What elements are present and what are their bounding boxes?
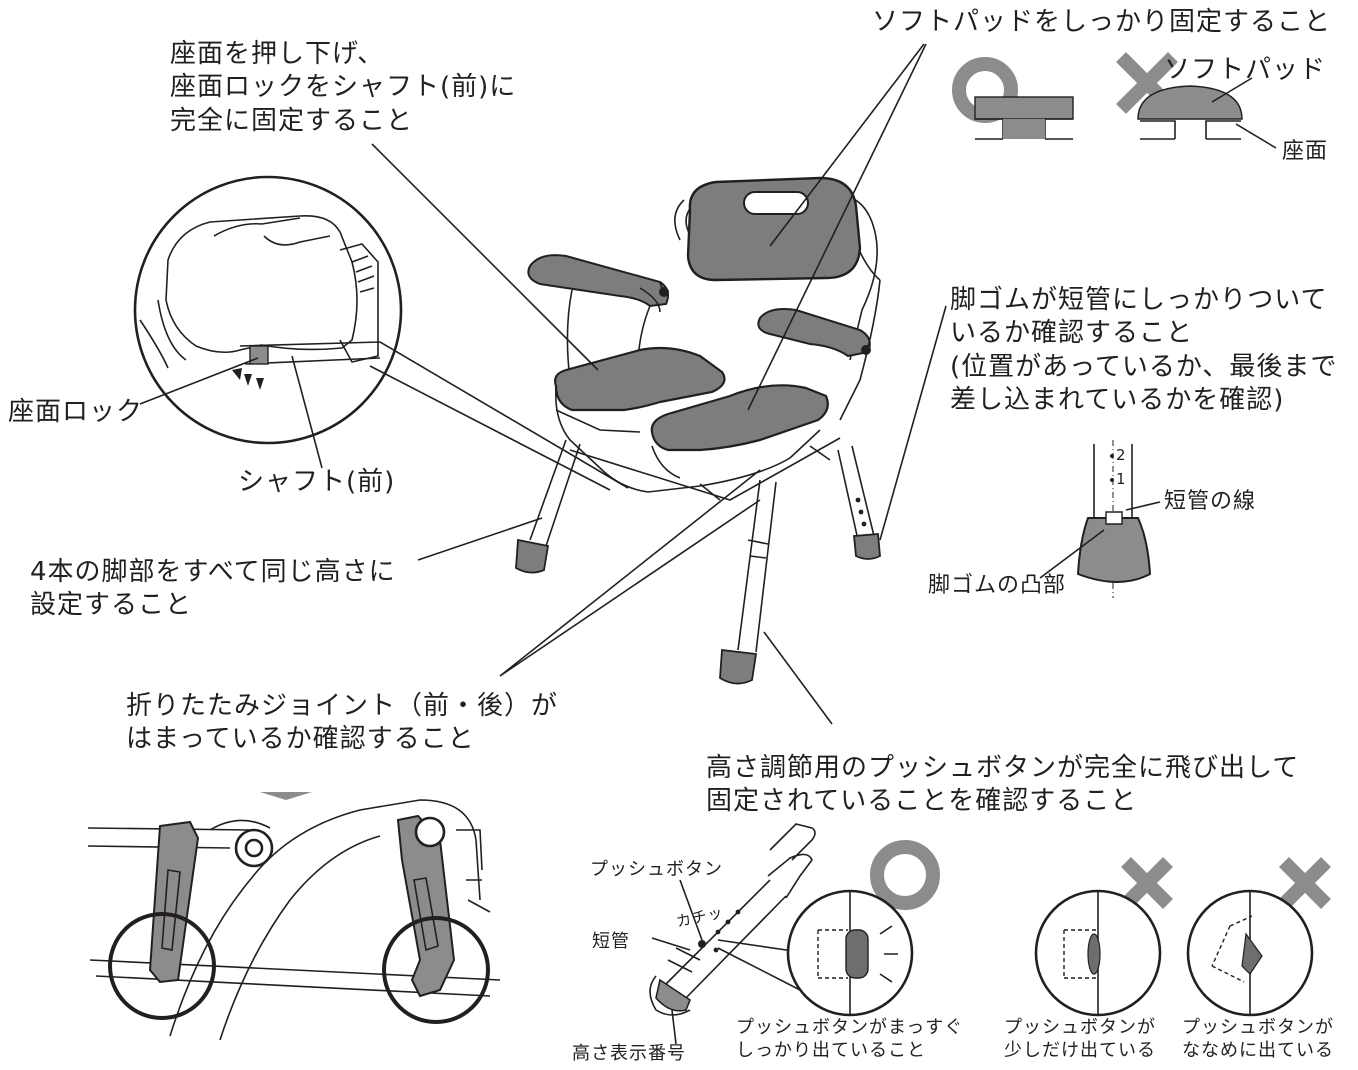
leg-rubber-instruction-line: (位置があっているか、最後まで xyxy=(950,351,1338,382)
folding-joint-detail xyxy=(87,792,501,1041)
leg-rubber-instruction-line: いるか確認すること xyxy=(950,318,1194,349)
ng-caption-line: プッシュボタンが xyxy=(1182,1017,1334,1038)
leg-rubber xyxy=(853,533,881,560)
folding-joint-instruction-line: 折りたたみジョイント（前・後）が xyxy=(126,691,559,721)
ok-caption: プッシュボタンがまっすぐ しっかり出ていること xyxy=(736,1016,963,1062)
soft-pad-instruction: ソフトパッドをしっかり固定すること xyxy=(872,7,1332,37)
ng-soft-pad-diagram xyxy=(1116,52,1277,149)
seat-lock-detail xyxy=(133,175,403,469)
folding-joint-instruction: 折りたたみジョイント（前・後）が はまっているか確認すること xyxy=(126,690,558,757)
short-tube-label: 短管 xyxy=(592,931,630,952)
ng-caption-2: プッシュボタンが ななめに出ている xyxy=(1182,1016,1334,1062)
seat-pad-left xyxy=(554,346,726,412)
height-number-label: 高さ表示番号 xyxy=(572,1043,686,1064)
ng-caption-line: ななめに出ている xyxy=(1182,1040,1334,1062)
leg-rubber-instruction-line: 脚ゴムが短管にしっかりついて xyxy=(950,285,1328,315)
leg-rubber-instruction-line: 差し込まれているかを確認) xyxy=(950,384,1285,415)
ok-circle-icon xyxy=(870,840,940,910)
legs-height-instruction-line: 4本の脚部をすべて同じ高さに xyxy=(30,557,396,587)
ok-caption-line: しっかり出ていること xyxy=(736,1040,926,1062)
shower-chair xyxy=(515,176,881,685)
ng-caption-1: プッシュボタンが 少しだけ出ている xyxy=(1004,1016,1156,1062)
ng-cross-icon xyxy=(1121,857,1173,909)
backrest-pad xyxy=(686,176,862,282)
leg-rubber xyxy=(515,538,550,574)
short-tube-line-label: 短管の線 xyxy=(1164,489,1257,514)
legs-height-instruction-line: 設定すること xyxy=(30,590,193,621)
push-button-instruction: 高さ調節用のプッシュボタンが完全に飛び出して 固定されていることを確認すること xyxy=(706,752,1299,819)
seat-lock-label: 座面ロック xyxy=(8,397,144,427)
leg-rubber xyxy=(719,648,758,685)
push-button-detail xyxy=(649,823,1331,1045)
seat-label: 座面 xyxy=(1282,139,1329,164)
soft-pad-label: ソフトパッド xyxy=(1164,55,1327,85)
push-button-instruction-line: 固定されていることを確認すること xyxy=(706,786,1138,817)
tube-mark-1: 1 xyxy=(1116,470,1127,488)
ok-caption-line: プッシュボタンがまっすぐ xyxy=(736,1017,964,1038)
ok-soft-pad-diagram xyxy=(952,57,1074,140)
push-button-instruction-line: 高さ調節用のプッシュボタンが完全に飛び出して xyxy=(706,753,1300,783)
tube-mark-2: 2 xyxy=(1116,446,1127,464)
ng-cross-icon xyxy=(1279,857,1331,909)
shaft-front-label: シャフト(前) xyxy=(238,467,396,497)
seat-lock-instruction-line: 座面を押し下げ、 xyxy=(170,39,385,69)
legs-height-instruction: 4本の脚部をすべて同じ高さに 設定すること xyxy=(30,556,396,623)
rubber-bump-label: 脚ゴムの凸部 xyxy=(928,573,1067,598)
seat-lock-instruction: 座面を押し下げ、 座面ロックをシャフト(前)に 完全に固定すること xyxy=(170,38,516,138)
leg-rubber-detail xyxy=(1039,440,1161,598)
folding-joint-instruction-line: はまっているか確認すること xyxy=(126,724,475,755)
push-button-label: プッシュボタン xyxy=(590,859,723,880)
ng-caption-line: プッシュボタンが xyxy=(1004,1017,1156,1038)
ng-caption-line: 少しだけ出ている xyxy=(1004,1040,1156,1062)
leg-rubber-instruction: 脚ゴムが短管にしっかりついて いるか確認すること (位置があっているか、最後まで… xyxy=(950,284,1337,417)
seat-lock-instruction-line: 完全に固定すること xyxy=(170,105,414,136)
seat-lock-instruction-line: 座面ロックをシャフト(前)に xyxy=(170,72,517,103)
seat-pad-right xyxy=(650,384,829,452)
